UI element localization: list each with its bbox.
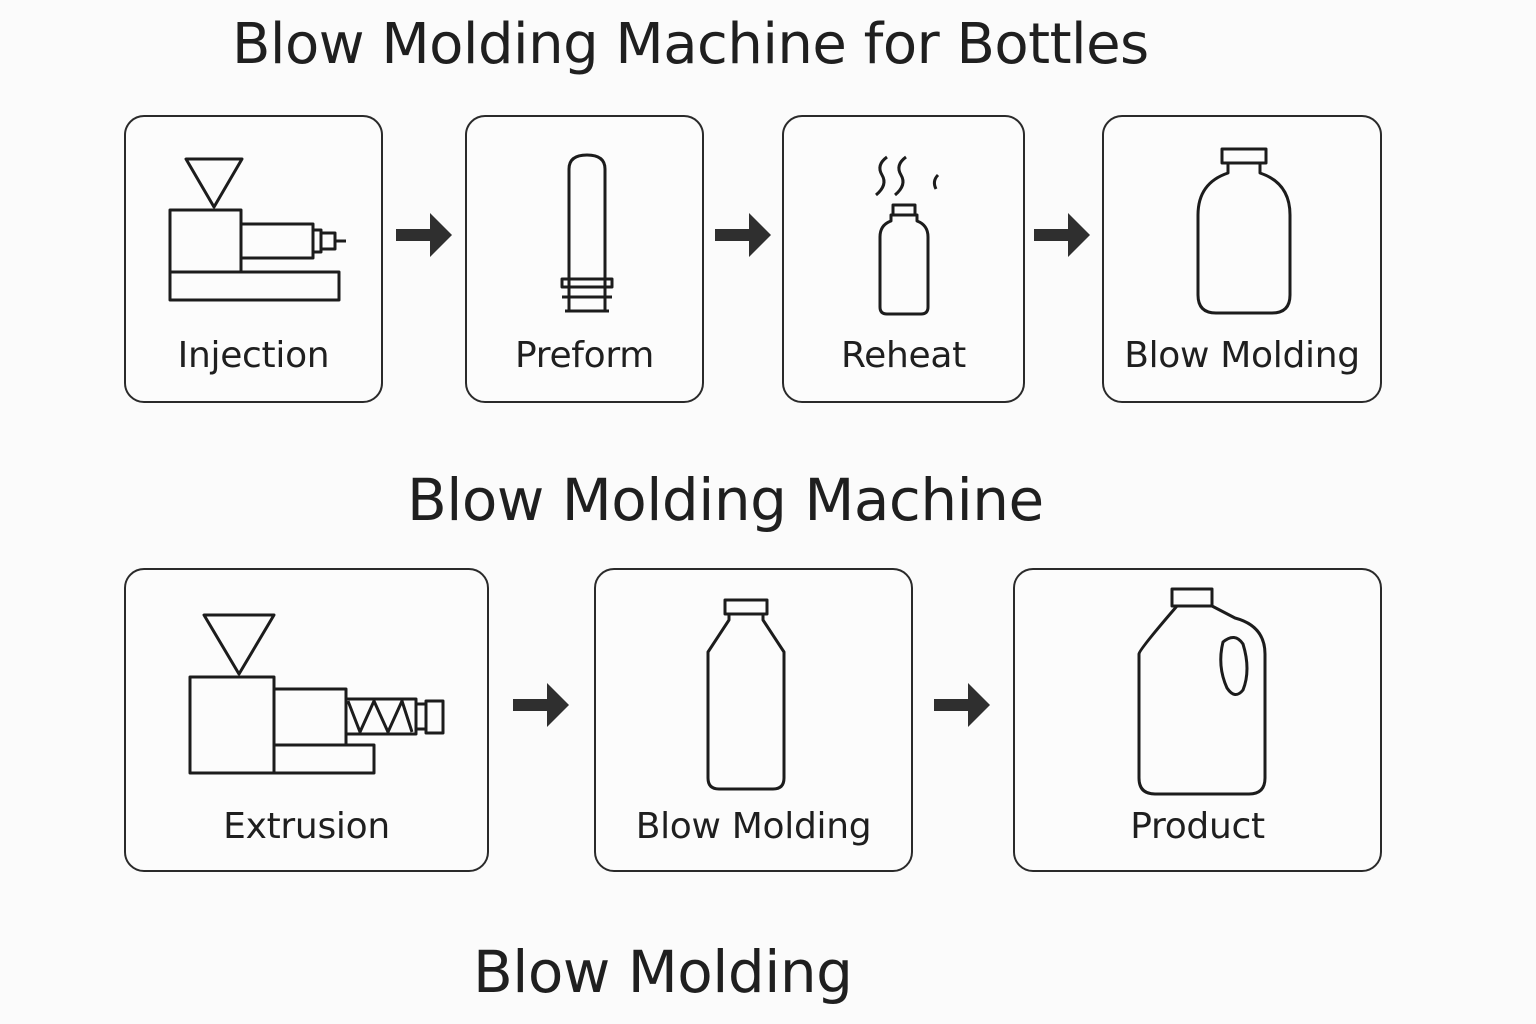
step-card-preform: Preform	[465, 115, 704, 403]
bottle-icon	[1196, 147, 1292, 315]
step-card-blow-molding: Blow Molding	[1102, 115, 1382, 403]
arrow-right-icon	[934, 683, 990, 727]
bottle-icon	[706, 598, 786, 791]
injection-section-title: Blow Molding Machine for Bottles	[232, 12, 1149, 77]
jug-icon	[1137, 587, 1267, 796]
step-label: Extrusion	[223, 806, 390, 847]
step-label: Preform	[514, 335, 655, 376]
step-label: Blow Molding	[635, 806, 872, 847]
step-label: Blow Molding	[1124, 335, 1360, 376]
step-label: Reheat	[841, 335, 966, 376]
arrow-right-icon	[1034, 213, 1090, 257]
reheat-bottle-icon	[875, 155, 940, 316]
extrusion-machine-icon	[188, 613, 445, 775]
arrow-right-icon	[715, 213, 771, 257]
arrow-right-icon	[396, 213, 452, 257]
step-label: Product	[1130, 806, 1265, 847]
arrow-right-icon	[513, 683, 569, 727]
step-card-injection: Injection	[124, 115, 383, 403]
step-card-product: Product	[1013, 568, 1382, 872]
extrusion-section-title: Blow Molding Machine	[407, 466, 1044, 534]
step-card-extrusion: Extrusion	[124, 568, 489, 872]
step-label: Injection	[177, 335, 330, 376]
footer-title: Blow Molding	[473, 938, 853, 1006]
step-card-reheat: Reheat	[782, 115, 1025, 403]
step-card-blow-molding: Blow Molding	[594, 568, 913, 872]
preform-icon	[560, 153, 614, 313]
injection-machine-icon	[168, 157, 346, 302]
